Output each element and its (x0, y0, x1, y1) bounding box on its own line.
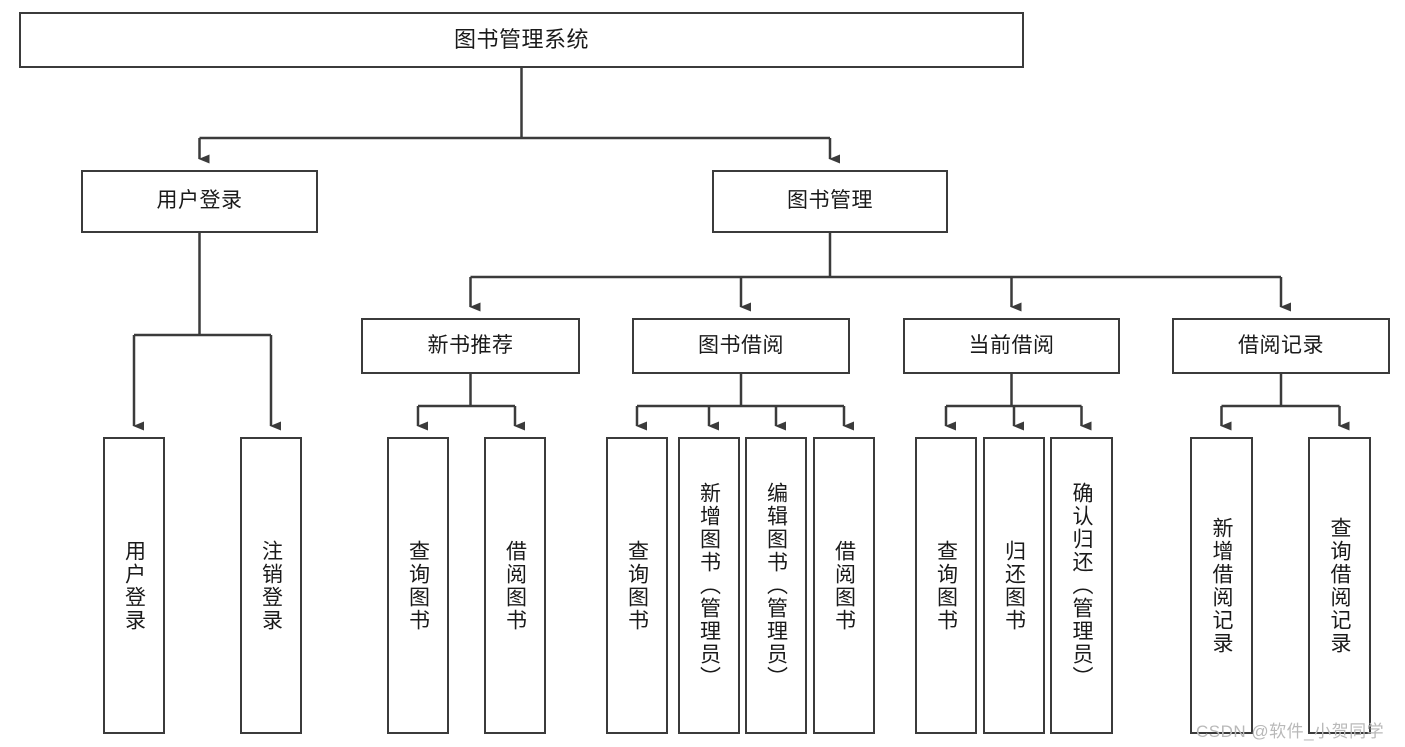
node-label: 用户登录 (156, 189, 243, 213)
node-leaf-query-book-1: 查询图书 (387, 437, 449, 734)
node-label: 新增借阅记录 (1210, 516, 1233, 655)
node-l3-new-book-rec: 新书推荐 (361, 318, 580, 374)
node-label: 用户登录 (122, 539, 146, 632)
node-label: 归还图书 (1002, 539, 1026, 632)
node-l3-borrow-record: 借阅记录 (1172, 318, 1390, 374)
node-leaf-return-book: 归还图书 (983, 437, 1045, 734)
node-leaf-add-record: 新增借阅记录 (1190, 437, 1253, 734)
node-label: 查询图书 (625, 539, 649, 632)
node-label: 图书借阅 (698, 333, 784, 357)
node-leaf-borrow-book-1: 借阅图书 (484, 437, 546, 734)
node-label: 查询借阅记录 (1328, 516, 1351, 655)
node-leaf-query-book-3: 查询图书 (915, 437, 977, 734)
node-leaf-query-book-2: 查询图书 (606, 437, 668, 734)
node-label: 新增图书（管理员） (697, 482, 721, 689)
csdn-watermark: CSDN @软件_小贺同学 (1196, 722, 1385, 741)
node-leaf-edit-book: 编辑图书（管理员） (745, 437, 807, 734)
node-leaf-query-record: 查询借阅记录 (1308, 437, 1371, 734)
node-leaf-borrow-book-2: 借阅图书 (813, 437, 875, 734)
node-label: 查询图书 (406, 539, 430, 632)
node-label: 借阅图书 (503, 539, 527, 632)
node-label: 新书推荐 (427, 333, 514, 357)
node-label: 图书管理 (787, 189, 873, 213)
node-l3-current-borrow: 当前借阅 (903, 318, 1120, 374)
node-leaf-user-login: 用户登录 (103, 437, 165, 734)
node-label: 编辑图书（管理员） (764, 482, 788, 689)
node-label: 当前借阅 (968, 333, 1055, 357)
node-label: 查询图书 (934, 539, 958, 632)
node-label: 图书管理系统 (453, 27, 589, 53)
node-l2-user-login: 用户登录 (81, 170, 318, 233)
node-leaf-add-book: 新增图书（管理员） (678, 437, 740, 734)
node-label: 确认归还（管理员） (1070, 482, 1093, 689)
node-label: 借阅图书 (832, 539, 856, 632)
node-l2-book-manage: 图书管理 (712, 170, 948, 233)
node-label: 借阅记录 (1238, 333, 1324, 357)
node-l3-book-borrow: 图书借阅 (632, 318, 850, 374)
node-leaf-logout: 注销登录 (240, 437, 302, 734)
node-root: 图书管理系统 (19, 12, 1024, 68)
node-leaf-confirm-return: 确认归还（管理员） (1050, 437, 1113, 734)
node-label: 注销登录 (259, 539, 283, 632)
